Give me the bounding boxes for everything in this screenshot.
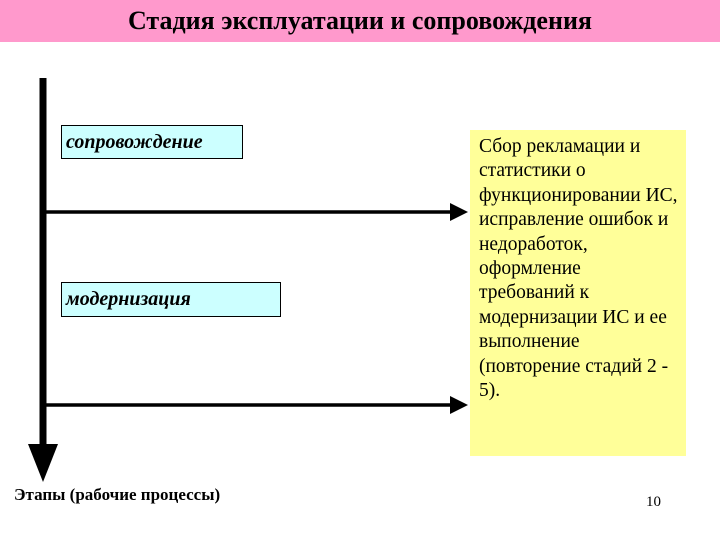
- timeline-arrowhead: [28, 444, 58, 482]
- description-box: Сбор рекламации и статистики о функциони…: [470, 130, 686, 456]
- slide-title: Стадия эксплуатации и сопровождения: [127, 6, 592, 35]
- page-number: 10: [646, 494, 661, 510]
- stage-box-maintenance: сопровождение: [61, 125, 243, 159]
- stage-arrow-2-head: [450, 396, 468, 414]
- stage-label-modernization: модернизация: [66, 288, 191, 310]
- stage-label-maintenance: сопровождение: [66, 130, 203, 153]
- description-text: Сбор рекламации и статистики о функциони…: [479, 136, 678, 402]
- title-bar: Стадия эксплуатации и сопровождения: [0, 0, 720, 42]
- stage-arrow-1-head: [450, 203, 468, 221]
- axis-label: Этапы (рабочие процессы): [14, 485, 221, 504]
- stage-box-modernization: модернизация: [61, 282, 281, 317]
